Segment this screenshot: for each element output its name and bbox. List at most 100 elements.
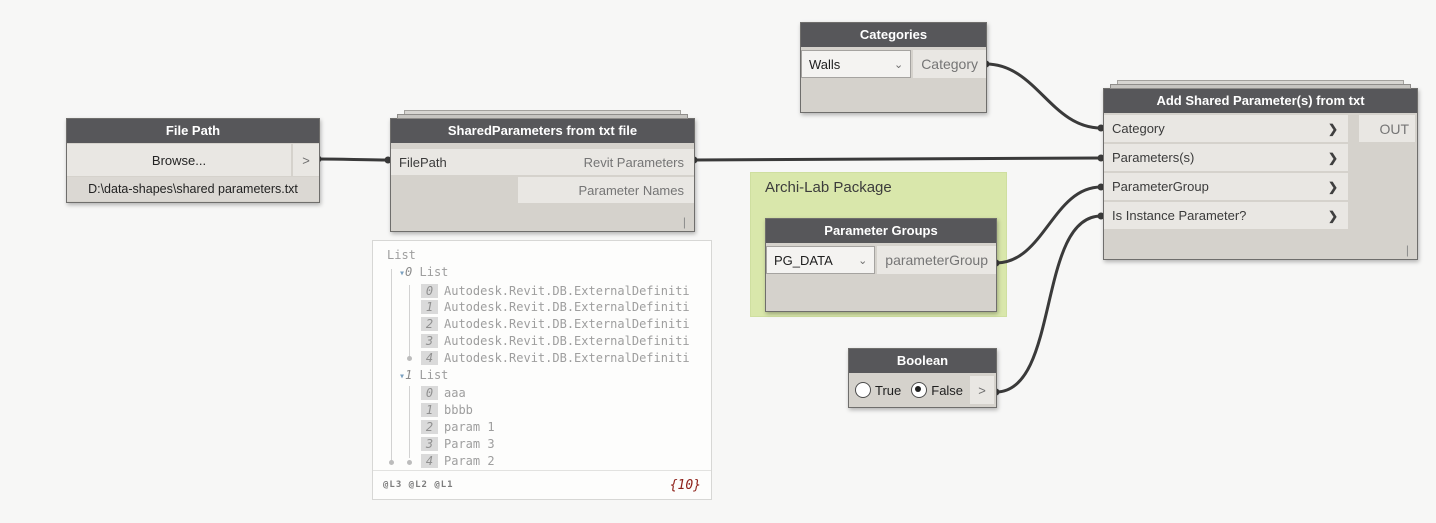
port-arrow-icon: ❯ [1327, 179, 1338, 194]
item-value: Autodesk.Revit.DB.ExternalDefiniti [444, 300, 690, 315]
node-add-shared-parameter[interactable]: Add Shared Parameter(s) from txt Categor… [1103, 80, 1418, 260]
tree-guide-dot [389, 460, 394, 465]
item-value: aaa [444, 386, 466, 401]
preview-item: 2 param 1 [387, 419, 711, 436]
output-port-out[interactable]: OUT [1359, 115, 1415, 142]
wire-filepath-to-sharedparams[interactable] [317, 157, 389, 162]
input-port-category-label: Category [1112, 121, 1165, 136]
input-port-parameters-label: Parameters(s) [1112, 150, 1195, 165]
tree-guide-line [409, 386, 410, 458]
node-add-shared-parameter-header[interactable]: Add Shared Parameter(s) from txt [1104, 89, 1417, 113]
item-value: param 1 [444, 419, 495, 434]
preview-root-label: List [387, 248, 416, 262]
preview-item: 0 aaa [387, 385, 711, 402]
item-value: Param 2 [444, 453, 495, 468]
input-port-parametergroup[interactable]: ParameterGroup ❯ [1104, 173, 1348, 200]
tree-guide-line [391, 269, 392, 461]
tree-guide-line [409, 285, 410, 357]
lacing-levels: @L3 @L2 @L1 [383, 480, 454, 490]
radio-false-icon[interactable] [911, 382, 928, 398]
item-value: Param 3 [444, 436, 495, 451]
item-value: Autodesk.Revit.DB.ExternalDefiniti [444, 317, 690, 332]
item-value: Autodesk.Revit.DB.ExternalDefiniti [444, 350, 690, 365]
boolean-true-label: True [875, 382, 902, 398]
preview-item: 0 Autodesk.Revit.DB.ExternalDefiniti [387, 283, 711, 300]
collapse-triangle-icon[interactable]: ▾ [399, 267, 406, 279]
item-value: Autodesk.Revit.DB.ExternalDefiniti [444, 333, 690, 348]
chevron-down-icon: ⌄ [893, 58, 904, 71]
port-arrow-icon: ❯ [1327, 208, 1338, 223]
boolean-true-option[interactable]: True [855, 382, 901, 398]
node-boolean-header[interactable]: Boolean [849, 349, 996, 373]
wire-parametergroup-to-parametergroup[interactable] [995, 185, 1102, 265]
node-categories[interactable]: Categories Walls ⌄ Category [800, 22, 987, 113]
item-index-badge: 4 [421, 453, 438, 468]
item-index-badge: 0 [421, 283, 438, 298]
wire-revitparams-to-parameters[interactable] [693, 156, 1102, 162]
input-port-is-instance-parameter[interactable]: Is Instance Parameter? ❯ [1104, 202, 1348, 229]
node-file-path-header[interactable]: File Path [67, 119, 319, 143]
output-port-parameter-names[interactable]: Parameter Names [518, 177, 694, 203]
chevron-down-icon: ⌄ [858, 254, 868, 267]
item-value: bbbb [444, 403, 473, 418]
node-boolean[interactable]: Boolean True False > [848, 348, 997, 408]
node-shared-parameters[interactable]: SharedParameters from txt file FilePath … [390, 110, 695, 232]
tree-guide-dot [407, 460, 412, 465]
item-index-badge: 2 [421, 419, 438, 434]
node-parameter-groups-header[interactable]: Parameter Groups [766, 219, 996, 243]
wire-category-to-category[interactable] [985, 62, 1102, 130]
item-index-badge: 3 [421, 333, 438, 348]
input-port-parametergroup-label: ParameterGroup [1112, 179, 1209, 194]
categories-dropdown[interactable]: Walls ⌄ [801, 50, 912, 78]
item-index-badge: 0 [421, 386, 438, 401]
item-count: {10} [669, 477, 701, 493]
sublist-label: List [419, 264, 449, 279]
parameter-groups-dropdown[interactable]: PG_DATA ⌄ [766, 246, 876, 274]
boolean-output-port[interactable]: > [970, 376, 994, 404]
categories-dropdown-value: Walls [809, 56, 841, 72]
input-port-filepath[interactable]: FilePath ❯ [391, 149, 539, 175]
output-port-revit-parameters[interactable]: Revit Parameters [518, 149, 694, 175]
port-arrow-icon: ❯ [1327, 150, 1338, 165]
preview-toggle-icon[interactable]: | [682, 215, 686, 229]
item-index-badge: 2 [421, 317, 438, 332]
preview-item: 4 Param 2 [387, 453, 711, 470]
output-port-parametergroup[interactable]: parameterGroup [877, 246, 996, 274]
preview-item: 1 bbbb [387, 402, 711, 419]
parameter-groups-dropdown-value: PG_DATA [774, 252, 833, 268]
preview-sublist-header[interactable]: ▾0 List [387, 264, 711, 283]
node-shared-parameters-header[interactable]: SharedParameters from txt file [391, 119, 694, 143]
collapse-triangle-icon[interactable]: ▾ [399, 370, 406, 382]
sublist-label: List [419, 367, 449, 382]
radio-true-icon[interactable] [855, 382, 871, 398]
item-index-badge: 4 [421, 350, 438, 365]
item-value: Autodesk.Revit.DB.ExternalDefiniti [444, 283, 690, 298]
output-port-category[interactable]: Category [913, 50, 986, 78]
preview-item: 2 Autodesk.Revit.DB.ExternalDefiniti [387, 316, 711, 333]
port-arrow-icon: ❯ [1327, 121, 1338, 136]
file-path-output-port[interactable]: > [293, 144, 319, 176]
node-file-path[interactable]: File Path Browse... > D:\data-shapes\sha… [66, 118, 320, 203]
wire-boolean-to-isinstance[interactable] [995, 214, 1102, 394]
preview-item: 4 Autodesk.Revit.DB.ExternalDefiniti [387, 350, 711, 367]
preview-toggle-icon[interactable]: | [1405, 243, 1409, 257]
item-index-badge: 3 [421, 436, 438, 451]
input-port-is-instance-parameter-label: Is Instance Parameter? [1112, 208, 1247, 223]
node-categories-header[interactable]: Categories [801, 23, 986, 47]
boolean-false-option[interactable]: False [911, 382, 963, 398]
node-parameter-groups[interactable]: Parameter Groups PG_DATA ⌄ parameterGrou… [765, 218, 997, 312]
boolean-false-label: False [931, 382, 964, 398]
preview-item: 1 Autodesk.Revit.DB.ExternalDefiniti [387, 299, 711, 316]
preview-footer: @L3 @L2 @L1 {10} [373, 470, 711, 499]
sublist-index: 1 [405, 367, 413, 382]
item-index-badge: 1 [421, 403, 438, 418]
input-port-category[interactable]: Category ❯ [1104, 115, 1348, 142]
item-index-badge: 1 [421, 300, 438, 315]
input-port-parameters[interactable]: Parameters(s) ❯ [1104, 144, 1348, 171]
browse-button[interactable]: Browse... [67, 144, 291, 176]
preview-sublist-header[interactable]: ▾1 List [387, 367, 711, 386]
